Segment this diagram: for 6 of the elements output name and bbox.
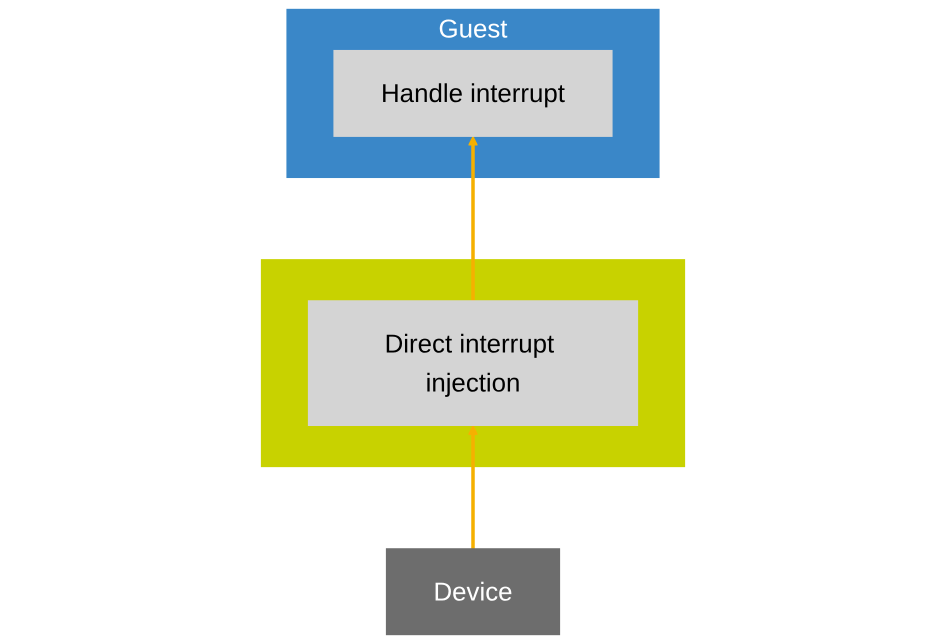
node-box: Device: [386, 548, 560, 636]
node-box: Direct interrupt injection: [308, 300, 638, 426]
node-box: Handle interrupt: [333, 50, 613, 137]
cluster: [260, 259, 686, 468]
arrow: [468, 136, 478, 301]
arrow: [468, 424, 478, 549]
